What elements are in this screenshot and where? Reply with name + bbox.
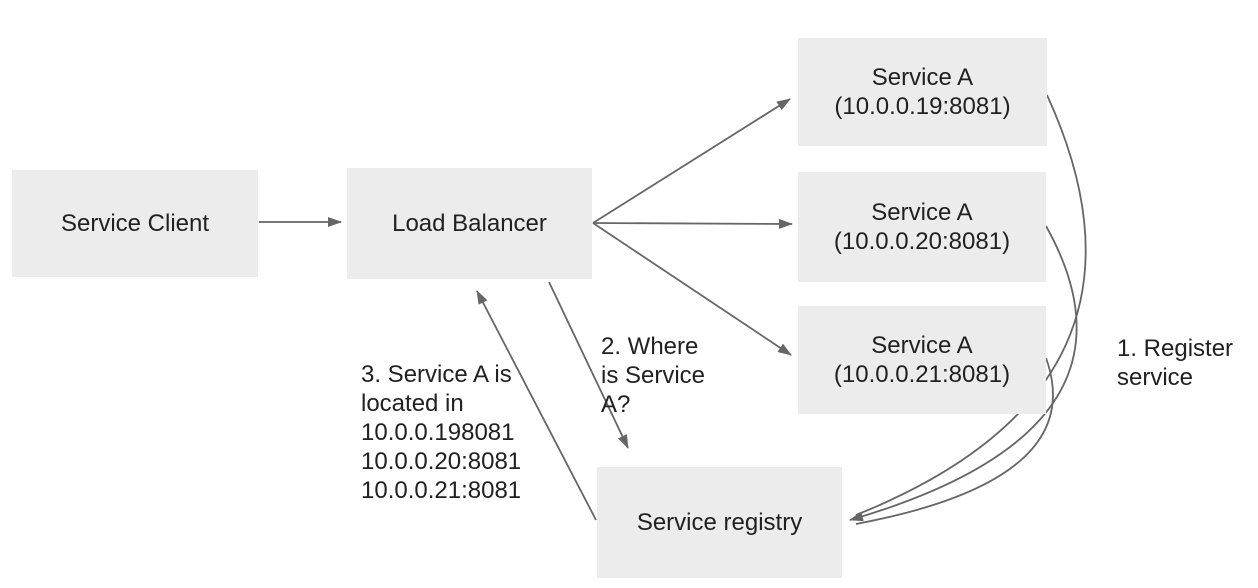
edge-load-balancer-to-service-a-2 xyxy=(592,218,793,229)
node-service-registry-label: Service registry xyxy=(636,509,803,536)
edge-register-service-a-1 xyxy=(855,94,1087,516)
annotation-register-service: 1. Register service xyxy=(1117,335,1234,391)
annotation-where-is-service-a: 2. Where is Service A? xyxy=(601,333,706,418)
edge-register-service-a-2 xyxy=(849,225,1078,522)
node-load-balancer: Load Balancer xyxy=(347,168,592,279)
annotation-service-a-located: 3. Service A is located in 10.0.0.198081… xyxy=(361,361,522,504)
node-service-a-2-label: Service A (10.0.0.20:8081) xyxy=(833,199,1011,255)
node-service-a-1-label: Service A (10.0.0.19:8081) xyxy=(834,64,1011,120)
edge-load-balancer-to-service-a-1 xyxy=(592,98,791,224)
edge-where-is-service-a xyxy=(548,281,629,449)
node-service-a-2: Service A (10.0.0.20:8081) xyxy=(798,172,1046,282)
node-service-a-1: Service A (10.0.0.19:8081) xyxy=(798,38,1047,146)
node-service-client-label: Service Client xyxy=(60,210,210,237)
node-service-registry: Service registry xyxy=(597,467,842,578)
node-service-a-3-label: Service A (10.0.0.21:8081) xyxy=(833,332,1011,388)
node-load-balancer-label: Load Balancer xyxy=(392,210,547,237)
node-service-a-3: Service A (10.0.0.21:8081) xyxy=(798,306,1046,414)
edge-load-balancer-to-service-a-3 xyxy=(592,222,792,356)
edge-register-service-a-3 xyxy=(855,357,1054,525)
edge-service-a-located xyxy=(476,290,597,521)
node-service-client: Service Client xyxy=(12,170,258,277)
